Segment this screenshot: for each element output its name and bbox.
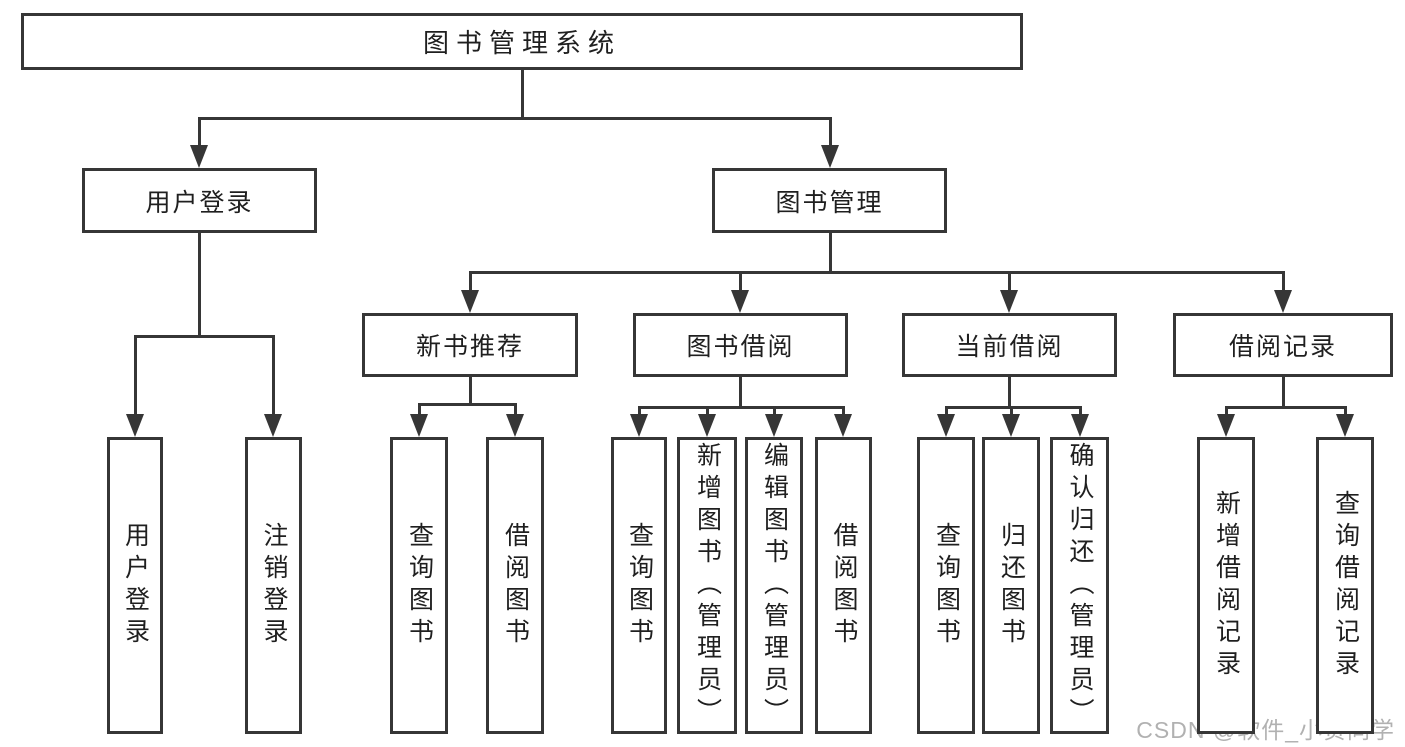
node-label: 借阅记录 bbox=[1228, 333, 1337, 361]
node-query-borrow-record: 查询借阅记录 bbox=[1316, 437, 1374, 734]
node-query-books-2: 查询图书 bbox=[611, 437, 667, 734]
arrow-down-icon bbox=[698, 414, 716, 437]
connector-line bbox=[133, 335, 137, 417]
connector-line bbox=[841, 406, 845, 417]
connector-line bbox=[738, 377, 742, 409]
node-label: 图书管理 bbox=[775, 188, 884, 217]
connector-line bbox=[468, 377, 472, 406]
connector-line bbox=[1007, 271, 1011, 293]
connector-line bbox=[828, 233, 832, 274]
node-logout: 注销登录 bbox=[245, 437, 302, 734]
connector-line bbox=[133, 335, 275, 338]
arrow-down-icon bbox=[264, 414, 282, 437]
arrow-down-icon bbox=[1071, 414, 1089, 437]
arrow-down-icon bbox=[765, 414, 783, 437]
node-label: 归还图书 bbox=[997, 521, 1026, 650]
connector-line bbox=[1224, 406, 1347, 409]
connector-line bbox=[197, 233, 201, 338]
connector-line bbox=[637, 406, 845, 409]
node-label: 用户登录 bbox=[145, 188, 254, 217]
connector-line bbox=[1009, 406, 1013, 417]
node-label: 查询图书 bbox=[932, 521, 961, 650]
node-label: 当前借阅 bbox=[955, 333, 1064, 361]
node-label: 借阅图书 bbox=[501, 521, 530, 650]
node-borrowing-records: 借阅记录 bbox=[1173, 313, 1393, 377]
arrow-down-icon bbox=[1217, 414, 1235, 437]
node-label: 新书推荐 bbox=[415, 333, 524, 361]
node-edit-books-admin: 编辑图书（管理员） bbox=[745, 437, 803, 734]
node-query-books-1: 查询图书 bbox=[390, 437, 448, 734]
node-book-borrowing: 图书借阅 bbox=[633, 313, 848, 377]
node-label: 编辑图书（管理员） bbox=[760, 441, 789, 730]
connector-line bbox=[513, 403, 517, 417]
node-label: 图书借阅 bbox=[686, 333, 795, 361]
connector-line bbox=[468, 271, 1285, 274]
node-label: 查询借阅记录 bbox=[1331, 489, 1360, 682]
connector-line bbox=[468, 271, 472, 293]
connector-line bbox=[637, 406, 641, 417]
node-user-login-group: 用户登录 bbox=[82, 168, 317, 233]
arrow-down-icon bbox=[630, 414, 648, 437]
arrow-down-icon bbox=[1274, 290, 1292, 313]
connector-line bbox=[1343, 406, 1347, 417]
connector-line bbox=[1281, 377, 1285, 409]
node-label: 图书管理系统 bbox=[422, 28, 621, 58]
connector-line bbox=[1007, 377, 1011, 409]
connector-line bbox=[1078, 406, 1082, 417]
connector-line bbox=[705, 406, 709, 417]
arrow-down-icon bbox=[834, 414, 852, 437]
node-label: 用户登录 bbox=[121, 521, 150, 650]
arrow-down-icon bbox=[461, 290, 479, 313]
node-new-book-recommend: 新书推荐 bbox=[362, 313, 578, 377]
arrow-down-icon bbox=[937, 414, 955, 437]
arrow-down-icon bbox=[506, 414, 524, 437]
connector-line bbox=[944, 406, 1082, 409]
connector-line bbox=[772, 406, 776, 417]
node-add-books-admin: 新增图书（管理员） bbox=[677, 437, 737, 734]
connector-line bbox=[1281, 271, 1285, 293]
node-current-borrowing: 当前借阅 bbox=[902, 313, 1117, 377]
node-label: 确认归还（管理员） bbox=[1066, 441, 1094, 730]
node-query-books-3: 查询图书 bbox=[917, 437, 975, 734]
node-label: 借阅图书 bbox=[830, 521, 858, 650]
arrow-down-icon bbox=[821, 145, 839, 168]
node-root: 图书管理系统 bbox=[21, 13, 1023, 70]
arrow-down-icon bbox=[731, 290, 749, 313]
node-add-borrow-record: 新增借阅记录 bbox=[1197, 437, 1255, 734]
node-label: 查询图书 bbox=[625, 521, 654, 650]
node-label: 新增图书（管理员） bbox=[693, 441, 722, 730]
connector-line bbox=[417, 403, 421, 417]
node-label: 查询图书 bbox=[405, 521, 434, 650]
arrow-down-icon bbox=[190, 145, 208, 168]
node-label: 新增借阅记录 bbox=[1212, 489, 1241, 682]
node-book-management: 图书管理 bbox=[712, 168, 947, 233]
connector-line bbox=[738, 271, 742, 293]
arrow-down-icon bbox=[1000, 290, 1018, 313]
connector-line bbox=[1224, 406, 1228, 417]
connector-line bbox=[197, 117, 832, 120]
connector-line bbox=[197, 117, 201, 148]
arrow-down-icon bbox=[1336, 414, 1354, 437]
node-return-books: 归还图书 bbox=[982, 437, 1040, 734]
connector-line bbox=[944, 406, 948, 417]
node-confirm-return-admin: 确认归还（管理员） bbox=[1050, 437, 1109, 734]
node-borrow-books-1: 借阅图书 bbox=[486, 437, 544, 734]
connector-line bbox=[417, 403, 517, 406]
arrow-down-icon bbox=[1002, 414, 1020, 437]
connector-line bbox=[271, 335, 275, 417]
node-borrow-books-2: 借阅图书 bbox=[815, 437, 872, 734]
node-user-login: 用户登录 bbox=[107, 437, 163, 734]
connector-line bbox=[520, 70, 524, 120]
arrow-down-icon bbox=[126, 414, 144, 437]
arrow-down-icon bbox=[410, 414, 428, 437]
connector-line bbox=[828, 117, 832, 148]
node-label: 注销登录 bbox=[260, 521, 288, 650]
